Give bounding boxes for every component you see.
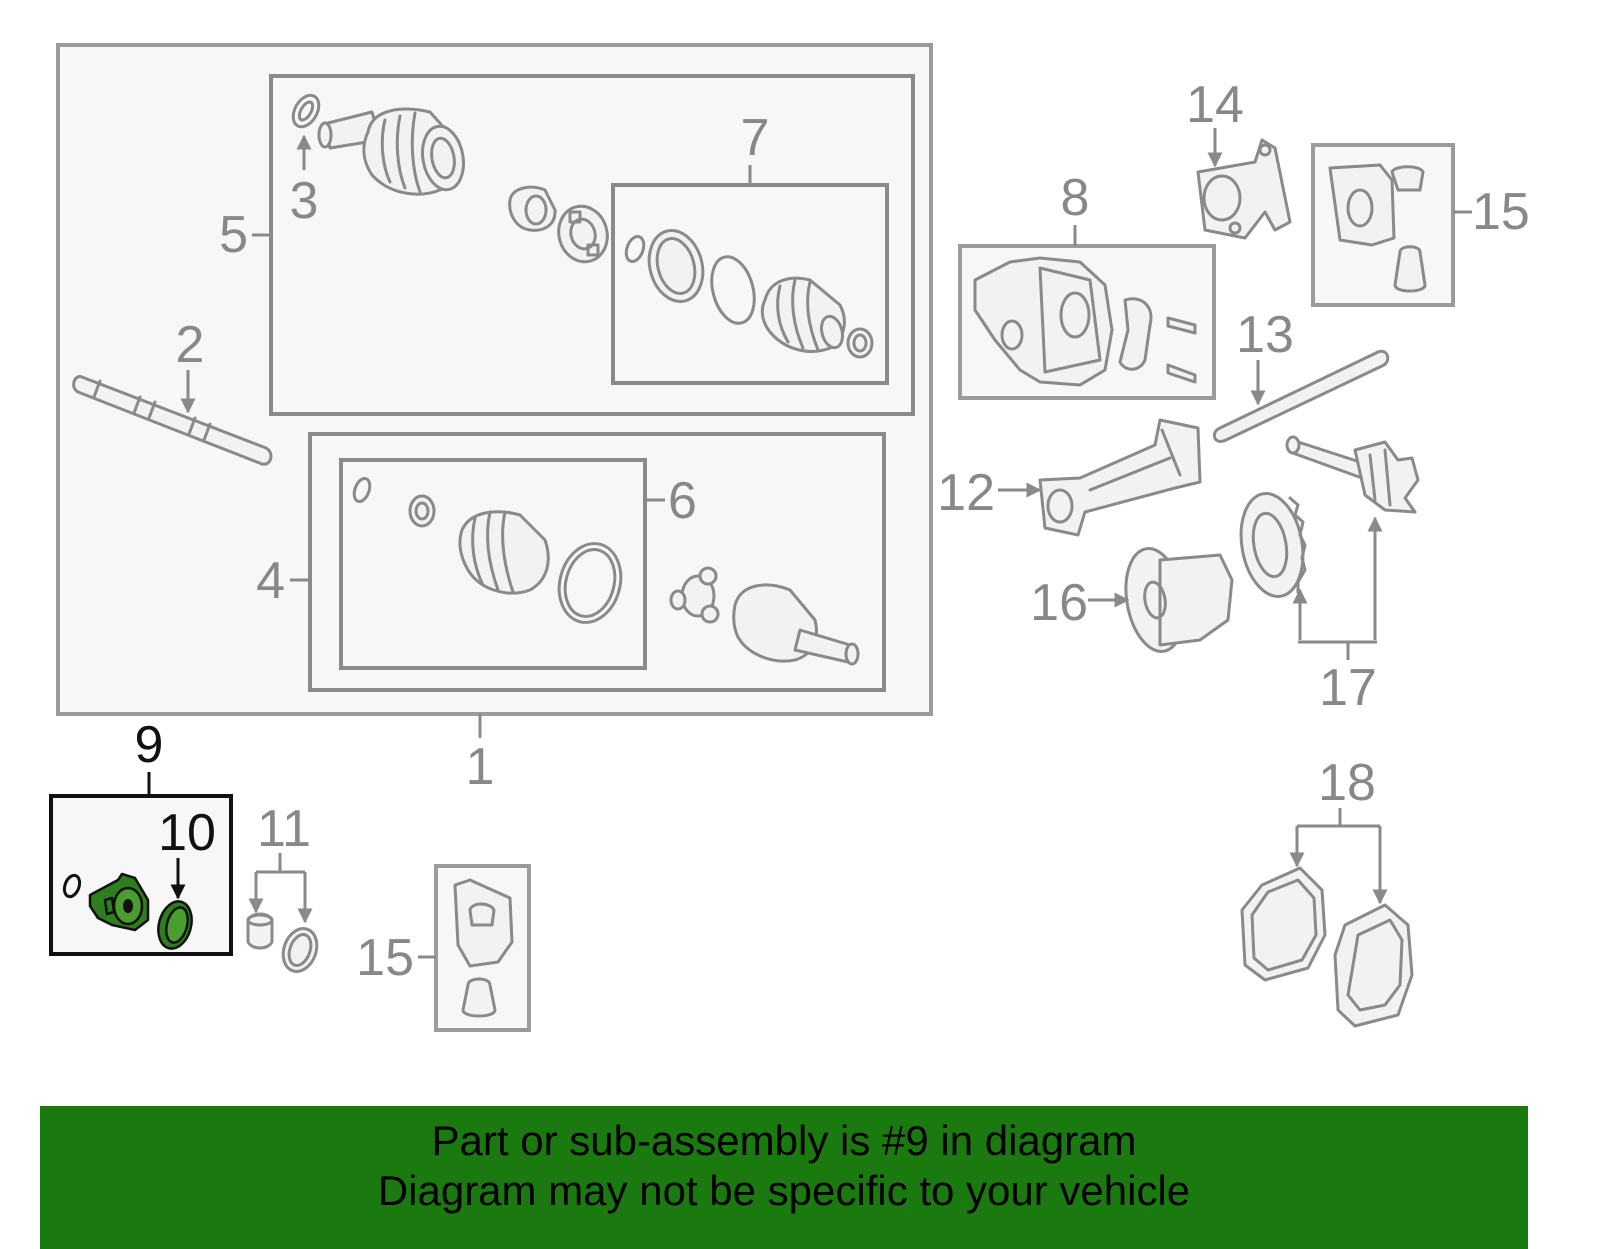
- banner-line-2: Diagram may not be specific to your vehi…: [377, 1167, 1191, 1214]
- callout-16[interactable]: 16: [1030, 574, 1088, 632]
- callout-15-top[interactable]: 15: [1472, 183, 1530, 241]
- boot-kit-6-parts[interactable]: [351, 476, 629, 629]
- callout-13[interactable]: 13: [1236, 306, 1294, 364]
- mount-bracket-part-14[interactable]: [1196, 138, 1292, 240]
- cover-gasket[interactable]: [1240, 866, 1327, 982]
- callout-10[interactable]: 10: [158, 804, 216, 862]
- differential-cover[interactable]: [1333, 903, 1414, 1028]
- callout-18[interactable]: 18: [1318, 754, 1376, 812]
- assembly-9-frame: [49, 794, 233, 956]
- callout-1[interactable]: 1: [466, 738, 495, 796]
- callout-11[interactable]: 11: [257, 800, 311, 858]
- tripod-joint[interactable]: [669, 566, 720, 624]
- pinion-gear[interactable]: [1285, 435, 1420, 514]
- highlighted-joint-assembly-part-9[interactable]: [62, 872, 150, 932]
- half-shaft-part-2[interactable]: [72, 375, 273, 466]
- inner-joint-housing[interactable]: [732, 583, 860, 666]
- callout-5[interactable]: 5: [219, 206, 248, 264]
- callout-15-bottom[interactable]: 15: [356, 929, 414, 987]
- info-banner: Part or sub-assembly is #9 in diagram Di…: [40, 1106, 1528, 1249]
- callout-6[interactable]: 6: [668, 472, 697, 530]
- differential-case-part-16[interactable]: [1118, 544, 1234, 656]
- differential-carrier-housing[interactable]: [973, 256, 1197, 387]
- callout-4[interactable]: 4: [256, 552, 285, 610]
- outer-cv-joint-housing[interactable]: [317, 107, 468, 196]
- callout-8[interactable]: 8: [1061, 169, 1090, 227]
- bushing-kit-15-bottom[interactable]: [453, 878, 514, 1018]
- bearing-inner-race[interactable]: [508, 185, 557, 232]
- callout-14[interactable]: 14: [1186, 76, 1244, 134]
- axle-shaft-assembly-group: 1 5 3: [56, 43, 933, 796]
- banner-line-1: Part or sub-assembly is #9 in diagram: [431, 1117, 1137, 1164]
- seal-set-part-11[interactable]: [246, 912, 323, 976]
- callout-12[interactable]: 12: [937, 464, 995, 522]
- callout-3[interactable]: 3: [290, 172, 319, 230]
- boot-kit-7-parts[interactable]: [623, 224, 874, 359]
- ring-gear[interactable]: [1233, 489, 1310, 602]
- bushing-kit-15-top[interactable]: [1328, 163, 1427, 293]
- snap-ring-part-3[interactable]: [288, 91, 324, 131]
- shaft-part-13[interactable]: [1212, 349, 1390, 443]
- callout-17[interactable]: 17: [1319, 659, 1377, 717]
- axle-tube-housing-part-12[interactable]: [1038, 418, 1202, 537]
- callout-7[interactable]: 7: [741, 109, 770, 167]
- highlighted-seal-part-10[interactable]: [153, 898, 196, 953]
- callout-2[interactable]: 2: [176, 316, 205, 374]
- callout-9[interactable]: 9: [135, 716, 164, 774]
- bearing-cage[interactable]: [553, 201, 614, 268]
